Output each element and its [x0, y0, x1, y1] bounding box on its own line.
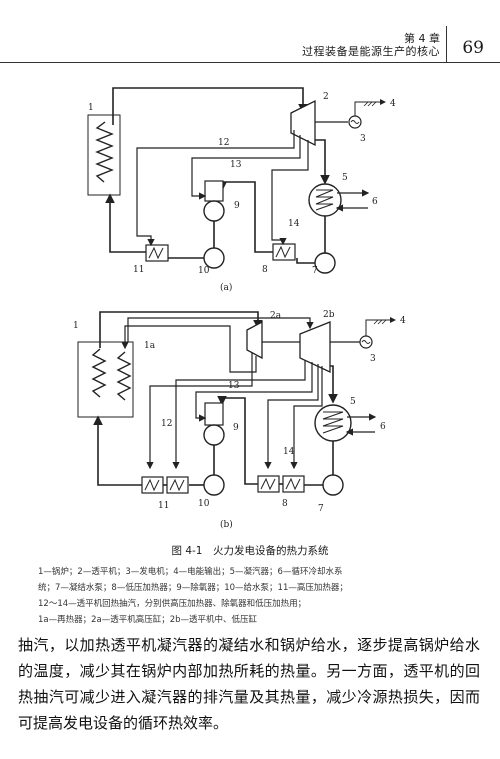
label-a-11: 11 [133, 265, 144, 275]
boiler-1b [77, 341, 134, 418]
legend-line-4: 1a—再热器；2a—透平机高压缸；2b—透平机中、低压缸 [38, 615, 258, 625]
extraction-13 [191, 135, 301, 200]
feedwater-line-b [93, 415, 142, 486]
chapter-title: 过程装备是能源生产的核心 [302, 45, 440, 58]
condensate-pump-7 [314, 252, 336, 274]
feed-pump-10b [203, 474, 225, 496]
heater8-to-deaerator-b [217, 396, 258, 485]
legend-line-2: 统；7—凝结水泵；8—低压加热器；9—除氧器；10—给水泵；11—高压加热器； [38, 583, 348, 593]
lp-heater-coil-b2 [285, 477, 301, 491]
header-divider [446, 26, 447, 62]
legend-line-1: 1—锅炉；2—透平机；3—发电机；4—电能输出；5—凝汽器；6—循环冷却水系 [38, 567, 343, 577]
label-b-8: 8 [282, 499, 288, 509]
diagram-a-labels: 1 2 3 4 5 6 7 8 9 10 11 12 13 14 (a) [88, 92, 396, 293]
condenser-coil [315, 189, 334, 211]
label-a-2: 2 [323, 92, 329, 102]
label-b-11: 11 [158, 501, 169, 511]
turbine-2 [290, 99, 316, 147]
boiler-coil-b [91, 348, 107, 398]
sublabel-a: (a) [220, 282, 232, 293]
condenser-coil-b [322, 411, 344, 434]
boiler-coil [95, 121, 114, 183]
diagram-b [77, 311, 396, 496]
page-number: 69 [462, 38, 484, 58]
label-a-8: 8 [262, 265, 268, 275]
label-b-1a: 1a [144, 341, 156, 351]
label-b-3: 3 [370, 354, 376, 364]
ip-lp-turbine-2b [299, 321, 331, 374]
main-steam-line-b [99, 311, 263, 348]
reheater-coil [116, 351, 132, 401]
lp-heater-coil-b1 [260, 477, 276, 491]
lp-heater-coil [275, 245, 291, 259]
label-b-7: 7 [318, 504, 324, 514]
extraction-12b-1 [146, 352, 253, 470]
label-a-1: 1 [88, 103, 94, 113]
label-a-14: 14 [288, 219, 300, 229]
label-b-12: 12 [161, 419, 172, 429]
label-b-5: 5 [350, 397, 356, 407]
extraction-14b-2 [290, 366, 323, 470]
extraction-14b-1 [264, 364, 319, 470]
exhaust-line [315, 139, 330, 185]
label-a-5: 5 [342, 173, 348, 183]
hp-heater-coil-b1 [144, 478, 160, 492]
power-output-hatch [363, 101, 377, 107]
generator-symbol [350, 120, 360, 124]
diagram-b-labels: 1 1a 2a 2b 4 3 5 6 7 8 9 10 11 12 13 14 … [73, 310, 406, 530]
label-a-3: 3 [360, 134, 366, 144]
label-b-10: 10 [198, 499, 210, 509]
legend-line-3: 12～14—透平机回热抽汽，分别供高压加热器、除氧器和低压加热用； [38, 599, 307, 609]
reheat-steam-line [127, 317, 314, 342]
hp-turbine-2a [246, 320, 263, 360]
deaerator-tank [203, 200, 225, 222]
label-a-7: 7 [312, 266, 318, 276]
hp-heater-coil-b2 [169, 478, 185, 492]
lp-heater-8 [272, 243, 296, 261]
label-a-9: 9 [234, 201, 240, 211]
label-a-6: 6 [372, 197, 378, 207]
label-b-2b: 2b [323, 310, 335, 320]
extraction-12b-2 [172, 360, 306, 470]
feed-pump-10 [203, 247, 225, 269]
thermal-system-diagrams: 1 2 3 4 5 6 7 8 9 10 11 12 13 14 (a) 1 1… [73, 87, 406, 530]
sublabel-b: (b) [220, 519, 233, 530]
label-a-12: 12 [218, 138, 229, 148]
extraction-14 [271, 140, 309, 246]
feedwater-line [105, 193, 146, 253]
label-b-6: 6 [380, 422, 386, 432]
deaerator-9 [204, 180, 224, 202]
label-b-2a: 2a [270, 311, 282, 321]
power-output-line-b [365, 317, 396, 336]
label-b-9: 9 [233, 423, 239, 433]
heater8-to-deaerator [217, 181, 273, 253]
label-b-1: 1 [73, 321, 79, 331]
body-paragraph: 抽汽，以加热透平机凝汽器的凝结水和锅炉给水，逐步提高锅炉给水的温度，减少其在锅炉… [18, 636, 480, 732]
exhaust-line-b [328, 365, 338, 404]
pump7-to-heater8 [296, 258, 315, 264]
deaerator-tank-b [203, 424, 225, 446]
chapter-label: 第 4 章 [404, 32, 440, 45]
deaerator-9b [204, 402, 224, 426]
generator-symbol-b [361, 340, 371, 344]
extraction-12 [136, 130, 295, 247]
hp-exhaust-to-reheater [121, 325, 257, 373]
figure-caption: 图 4-1 火力发电设备的热力系统 [171, 545, 329, 557]
label-b-13: 13 [228, 381, 240, 391]
power-output-hatch-b [373, 319, 387, 325]
main-steam-line [112, 87, 308, 125]
label-a-4: 4 [390, 99, 396, 109]
label-b-4: 4 [400, 316, 406, 326]
condensate-pump-7b [322, 474, 344, 496]
diagram-a [87, 87, 386, 274]
hp-heater-coil [148, 246, 164, 260]
power-output-line [354, 99, 386, 116]
extraction-13b [195, 362, 313, 422]
label-a-10: 10 [198, 266, 210, 276]
label-b-14: 14 [283, 447, 295, 457]
hp-heater-11 [145, 244, 169, 262]
header-rule [0, 62, 500, 63]
label-a-13: 13 [230, 160, 242, 170]
